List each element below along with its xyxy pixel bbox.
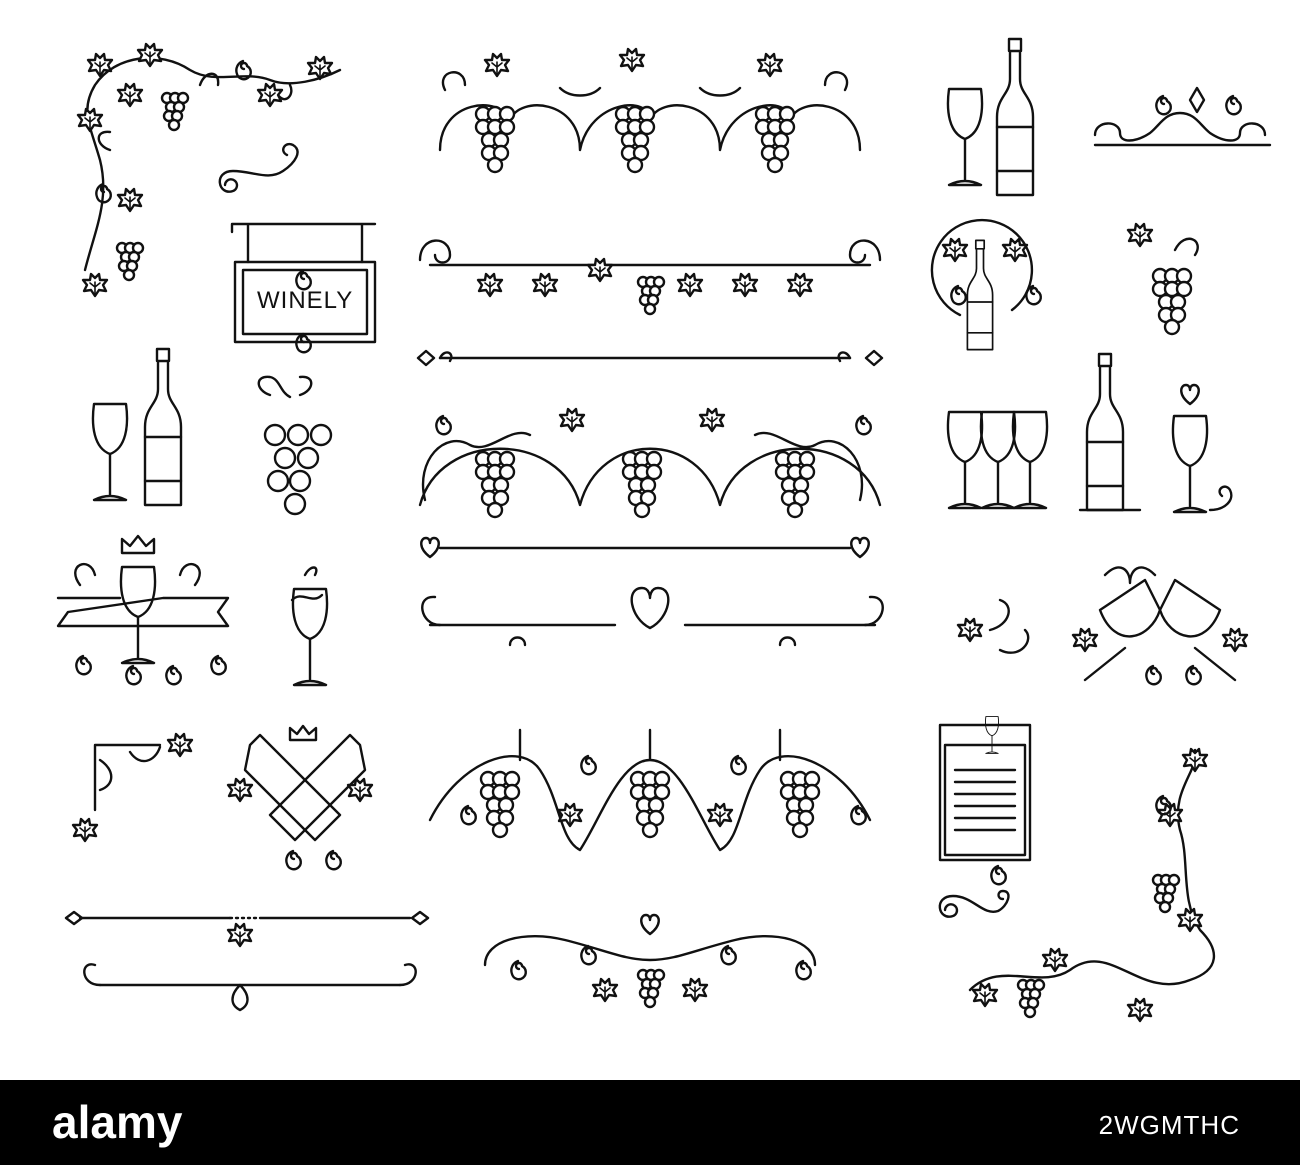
wine-bottle-icon [143,347,183,507]
ribbon-icon [56,563,230,686]
footer-bar: alamy 2WGMTHC [0,1080,1300,1165]
divider-icon [420,536,870,559]
swirl-icon [938,889,1010,918]
grape-vine-corner-icon [76,42,342,298]
swirl-icon [218,142,299,193]
wine-glass-icon [91,402,129,502]
wine-glass-icon [290,566,329,687]
svg-text:alamy: alamy [52,1098,183,1148]
wine-glass-icon [946,410,1049,510]
grape-border-icon [483,913,817,1009]
crossed-bottles-icon [226,724,374,871]
divider-icon [416,349,884,367]
grape-border-icon [438,47,862,174]
grape-vine-corner-icon [968,747,1216,1023]
wine-bottle-icon [1078,352,1233,514]
wine-ornament-collection: WINELY [56,37,1272,1023]
alamy-logo: alamy [52,1098,183,1148]
grape-vine-corner-icon [956,598,1030,654]
wine-glass-icon [946,87,984,187]
stock-id: 2WGMTHC [1098,1110,1240,1140]
grape-bunch-icon [257,375,333,516]
grape-vine-corner-icon [930,218,1042,351]
wine-menu-icon [938,715,1032,886]
grape-vine-corner-icon [71,732,194,843]
grape-bunch-icon [1126,222,1199,336]
swirl-icon [1093,86,1272,147]
grape-border-icon [418,239,882,316]
wine-bottle-icon [995,37,1035,197]
crown-icon [120,534,156,555]
toasting-glasses-icon [1071,566,1249,686]
grape-border-icon [418,407,882,519]
grape-border-icon [428,728,872,852]
sign-text: WINELY [257,287,353,314]
sign-board-icon: WINELY [230,222,377,354]
divider-icon [421,586,884,647]
divider-icon [64,910,430,1012]
